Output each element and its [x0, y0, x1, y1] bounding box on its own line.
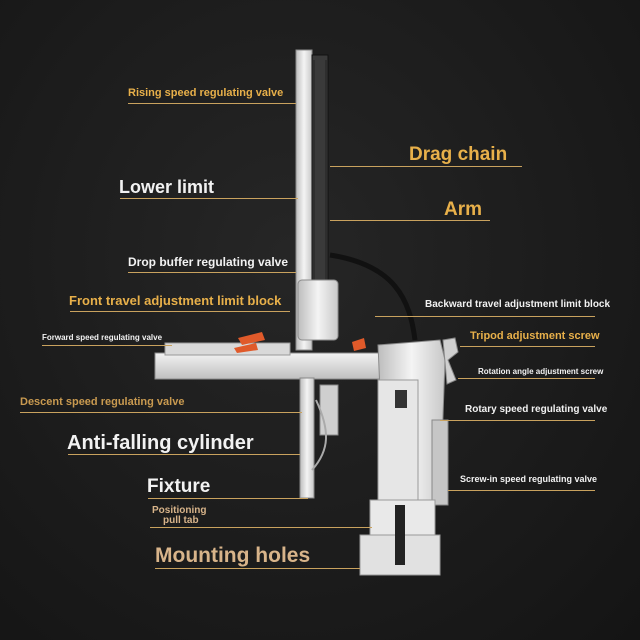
base-column [359, 339, 449, 576]
leader-front-travel [70, 311, 290, 312]
leader-pull-tab [150, 527, 372, 528]
label-positioning-pull-tab-line1: Positioning [152, 505, 207, 516]
leader-rotary-speed [440, 420, 595, 421]
leader-arm [330, 220, 490, 221]
limit-block-handles [234, 332, 366, 353]
label-positioning-pull-tab-line2: pull tab [163, 515, 199, 526]
leader-lower-limit [120, 198, 298, 199]
label-lower-limit: Lower limit [119, 177, 215, 197]
label-backward-travel-limit: Backward travel adjustment limit block [425, 299, 611, 310]
drag-chain-shape [311, 54, 329, 326]
tripod-bracket [442, 337, 459, 385]
horizontal-crossbeam [154, 352, 386, 380]
leader-tripod [460, 346, 595, 347]
label-drop-buffer-valve: Drop buffer regulating valve [128, 255, 289, 269]
label-mounting-holes: Mounting holes [155, 544, 311, 567]
label-tripod-screw: Tripod adjustment screw [470, 330, 600, 342]
leader-rising-valve [128, 103, 296, 104]
arm-carriage [297, 279, 339, 341]
label-rotation-angle-screw: Rotation angle adjustment screw [478, 367, 604, 376]
leader-drag-chain [330, 166, 522, 167]
leader-descent-speed [20, 412, 302, 413]
leader-screw-in [448, 490, 595, 491]
label-anti-falling-cylinder: Anti-falling cylinder [67, 432, 254, 454]
leader-forward-speed [42, 345, 172, 346]
crossbeam-rail [164, 342, 291, 356]
label-screw-in-speed-valve: Screw-in speed regulating valve [460, 474, 598, 484]
leader-backward-travel [375, 316, 595, 317]
fixture-assembly [299, 377, 339, 499]
label-forward-speed-valve: Forward speed regulating valve [42, 333, 163, 342]
leader-drop-buffer [128, 272, 296, 273]
label-front-travel-limit: Front travel adjustment limit block [69, 293, 282, 308]
leader-fixture [148, 498, 308, 499]
label-rising-speed-valve: Rising speed regulating valve [128, 87, 284, 99]
label-drag-chain: Drag chain [409, 144, 508, 165]
label-fixture: Fixture [147, 476, 211, 497]
air-hose [329, 252, 418, 341]
leader-rotation-angle [458, 378, 595, 379]
leader-mounting-holes [155, 568, 360, 569]
leader-anti-falling [68, 454, 300, 455]
label-arm: Arm [444, 199, 483, 220]
label-rotary-speed-valve: Rotary speed regulating valve [465, 404, 608, 415]
label-descent-speed-valve: Descent speed regulating valve [20, 396, 185, 408]
